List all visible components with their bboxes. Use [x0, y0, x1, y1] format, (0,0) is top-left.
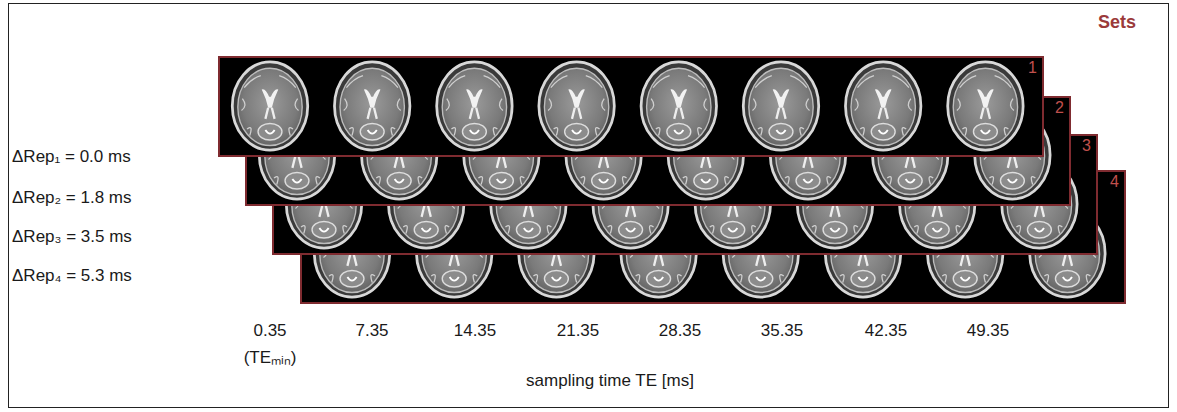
brain-slice [825, 209, 900, 297]
brain-slice [797, 160, 872, 248]
group-heading: Sets [1098, 12, 1136, 33]
tick-value: 42.35 [865, 321, 908, 341]
axis-label: sampling time TE [ms] [526, 371, 694, 391]
set-number: 4 [1110, 173, 1119, 191]
brain-slice [314, 209, 389, 297]
set-number: 2 [1055, 99, 1064, 117]
set-number: 3 [1082, 137, 1091, 155]
brain-slice [259, 111, 334, 199]
tick-value: 0.35 [253, 321, 286, 341]
tick-value: 7.35 [355, 321, 388, 341]
tick-note: (TEₘᵢₙ) [244, 345, 297, 368]
brain-slice [334, 62, 409, 150]
offset-label: ΔRep₂ = 1.8 ms [12, 188, 132, 208]
brain-slice [1030, 209, 1105, 297]
tick-value: 35.35 [761, 321, 804, 341]
brain-slice [593, 160, 668, 248]
brain-image-row [220, 58, 1042, 155]
brain-slice [361, 111, 436, 199]
brain-slice [770, 111, 845, 199]
brain-slice [845, 62, 920, 150]
brain-slice [286, 160, 361, 248]
brain-slice [232, 62, 307, 150]
brain-slice [566, 111, 641, 199]
brain-slice [899, 160, 974, 248]
tick-value: 28.35 [659, 321, 702, 341]
brain-slice [641, 62, 716, 150]
image-set-panel: 1 [218, 56, 1044, 157]
tick-value: 49.35 [967, 321, 1010, 341]
brain-slice [948, 62, 1023, 150]
tick-value: 21.35 [557, 321, 600, 341]
brain-slice [695, 160, 770, 248]
offset-label: ΔRep₄ = 5.3 ms [12, 266, 132, 286]
brain-slice [743, 62, 818, 150]
brain-slice [437, 62, 512, 150]
set-number: 1 [1028, 59, 1037, 77]
brain-slice [975, 111, 1050, 199]
brain-slice [723, 209, 798, 297]
brain-slice [416, 209, 491, 297]
brain-slice [668, 111, 743, 199]
brain-slice [1002, 160, 1077, 248]
brain-slice [519, 209, 594, 297]
brain-slice [388, 160, 463, 248]
offset-label: ΔRep₁ = 0.0 ms [12, 147, 131, 167]
offset-label: ΔRep₃ = 3.5 ms [12, 227, 132, 247]
brain-slice [539, 62, 614, 150]
brain-slice [621, 209, 696, 297]
brain-slice [927, 209, 1002, 297]
brain-slice [464, 111, 539, 199]
brain-slice [872, 111, 947, 199]
brain-slice [491, 160, 566, 248]
tick-value: 14.35 [454, 321, 497, 341]
